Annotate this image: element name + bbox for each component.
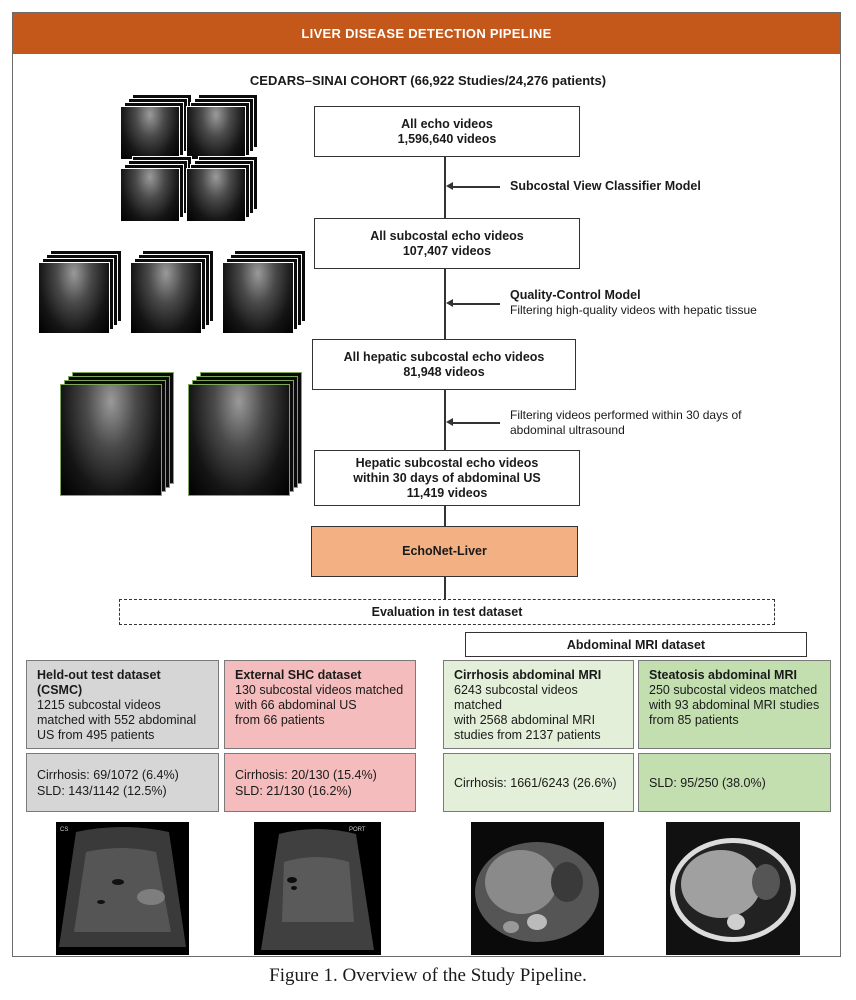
ultrasound-image-shc: PORT xyxy=(254,822,381,955)
echo-frame xyxy=(222,262,294,334)
view-classifier-label: Subcostal View Classifier Model xyxy=(510,179,701,193)
steatosis-mri-stats-box: SLD: 95/250 (38.0%) xyxy=(638,753,831,812)
filter-arrow xyxy=(446,419,500,425)
cohort-title: CEDARS–SINAI COHORT (66,922 Studies/24,2… xyxy=(249,73,607,88)
quality-control-label: Quality-Control Model Filtering high-qua… xyxy=(510,288,757,317)
model-connector xyxy=(444,576,446,599)
echonet-liver-model: EchoNet-Liver xyxy=(311,526,578,577)
mri-image-steatosis xyxy=(666,822,800,955)
pipeline-banner: LIVER DISEASE DETECTION PIPELINE xyxy=(13,13,840,54)
shc-stats-box: Cirrhosis: 20/130 (15.4%) SLD: 21/130 (1… xyxy=(224,753,416,812)
box-line: 11,419 videos xyxy=(406,485,488,500)
matched-videos-box: Hepatic subcostal echo videos within 30 … xyxy=(314,450,580,506)
echo-frame xyxy=(186,168,246,222)
echo-frame xyxy=(120,106,180,160)
echo-frame xyxy=(120,168,180,222)
echo-frame xyxy=(186,106,246,160)
box-line: 81,948 videos xyxy=(403,364,485,379)
image-label: CS xyxy=(60,827,68,833)
subcostal-videos-box: All subcostal echo videos 107,407 videos xyxy=(314,218,580,269)
hepatic-videos-box: All hepatic subcostal echo videos 81,948… xyxy=(312,339,576,390)
csmc-dataset-box: Held-out test dataset (CSMC) 1215 subcos… xyxy=(26,660,219,749)
box-line: All echo videos xyxy=(401,116,493,131)
figure-caption: Figure 1. Overview of the Study Pipeline… xyxy=(269,965,587,986)
image-label: PORT xyxy=(349,827,366,833)
box-line: All subcostal echo videos xyxy=(370,228,524,243)
box-line: All hepatic subcostal echo videos xyxy=(343,349,545,364)
figure-frame: LIVER DISEASE DETECTION PIPELINE xyxy=(12,12,841,957)
box-line: Hepatic subcostal echo videos xyxy=(355,455,539,470)
evaluation-box: Evaluation in test dataset xyxy=(119,599,775,625)
box-line: within 30 days of abdominal US xyxy=(353,470,541,485)
echo-frame xyxy=(38,262,110,334)
ultrasound-image-csmc: CS xyxy=(56,822,189,955)
mri-image-cirrhosis xyxy=(471,822,604,955)
all-echo-videos-box: All echo videos 1,596,640 videos xyxy=(314,106,580,157)
cirrhosis-mri-stats-box: Cirrhosis: 1661/6243 (26.6%) xyxy=(443,753,634,812)
box-line: 1,596,640 videos xyxy=(397,131,497,146)
echo-frame xyxy=(130,262,202,334)
shc-dataset-box: External SHC dataset 130 subcostal video… xyxy=(224,660,416,749)
steatosis-mri-box: Steatosis abdominal MRI 250 subcostal vi… xyxy=(638,660,831,749)
csmc-stats-box: Cirrhosis: 69/1072 (6.4%) SLD: 143/1142 … xyxy=(26,753,219,812)
mri-dataset-header: Abdominal MRI dataset xyxy=(465,632,807,657)
echo-frame xyxy=(60,384,162,496)
cirrhosis-mri-box: Cirrhosis abdominal MRI 6243 subcostal v… xyxy=(443,660,634,749)
filter-arrow xyxy=(446,300,500,306)
box-line: 107,407 videos xyxy=(402,243,492,258)
echo-frame xyxy=(188,384,290,496)
time-window-label: Filtering videos performed within 30 day… xyxy=(510,408,742,437)
filter-arrow xyxy=(446,183,500,189)
